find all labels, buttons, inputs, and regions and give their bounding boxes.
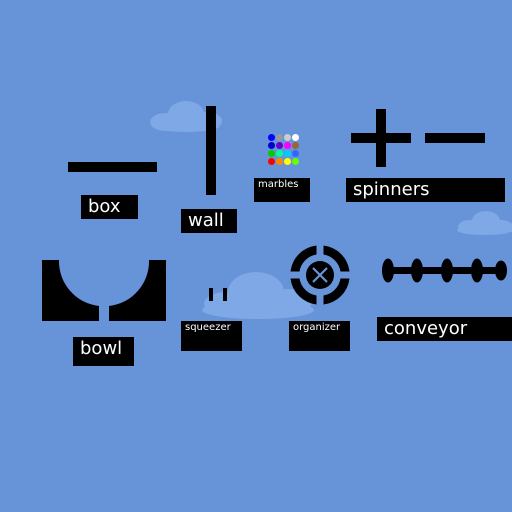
organizer-button[interactable]: organizer [289,321,350,351]
marble-dot [284,158,291,165]
bowl-piece-icon[interactable] [42,260,166,321]
marble-dot [276,134,283,141]
marbles-grid-icon[interactable] [268,134,302,168]
marble-dot [292,142,299,149]
squeezer-button[interactable]: squeezer [181,321,242,351]
marble-dot [268,134,275,141]
marble-dot [284,142,291,149]
marble-dot [276,150,283,157]
marble-dot [284,150,291,157]
conveyor-button[interactable]: conveyor [377,317,512,341]
box-button[interactable]: box [81,195,138,219]
organizer-piece-icon[interactable] [289,244,351,306]
conveyor-piece-icon[interactable] [380,258,508,284]
marble-dot [268,142,275,149]
marble-dot [276,158,283,165]
marble-dot [292,134,299,141]
wall-piece-icon[interactable] [206,106,216,195]
cloud-left [150,101,222,132]
marble-dot [268,158,275,165]
cloud-middle [202,272,314,319]
box-piece-icon[interactable] [68,162,157,172]
spinners-button[interactable]: spinners [346,178,505,202]
squeezer-left-bar-icon[interactable] [209,288,213,301]
marbles-button[interactable]: marbles [254,178,310,202]
spinner-plus-icon[interactable] [351,109,411,167]
marble-dot [292,158,299,165]
cloud-right [457,211,512,235]
marble-dot [276,142,283,149]
marble-dot [268,150,275,157]
spinner-bar-icon[interactable] [425,133,485,143]
wall-button[interactable]: wall [181,209,237,233]
squeezer-right-bar-icon[interactable] [223,288,227,301]
marble-dot [284,134,291,141]
marble-dot [292,150,299,157]
bowl-button[interactable]: bowl [73,337,134,366]
